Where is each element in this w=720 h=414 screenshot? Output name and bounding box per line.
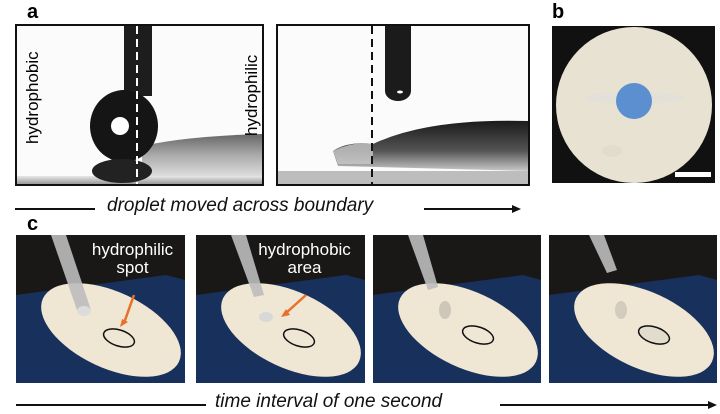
panel-a-arrow-line-left <box>15 208 95 210</box>
time-frame-4 <box>549 235 717 383</box>
hydrophobic-label: hydrophobic <box>23 51 42 144</box>
hydrophilic-label: hydrophilic <box>242 54 261 136</box>
time-frame-1: hydrophilic spot <box>16 235 185 383</box>
droplet-spread-image <box>278 26 528 184</box>
panel-c-caption: time interval of one second <box>215 391 443 412</box>
contact-angle-image-1: hydrophobic hydrophilic <box>15 24 264 186</box>
patterned-disc-photo <box>552 26 715 183</box>
hydrophobic-area-annotation: hydrophobic area <box>258 240 351 277</box>
time-frame-2: hydrophobic area <box>196 235 365 383</box>
contact-angle-image-2 <box>276 24 530 186</box>
panel-c-arrow-line-right <box>500 404 708 406</box>
panel-a-arrow-line-right <box>424 208 514 210</box>
panel-label-c: c <box>27 213 39 235</box>
time-frame-3 <box>373 235 541 383</box>
panel-label-b: b <box>552 1 565 23</box>
panel-a-caption: droplet moved across boundary <box>107 195 374 216</box>
panel-c-arrowhead-icon <box>708 401 717 409</box>
panel-c-arrow-line-left <box>16 404 206 406</box>
scale-bar <box>675 172 711 177</box>
panel-a-arrowhead-icon <box>512 205 521 213</box>
droplet-on-boundary-image <box>17 26 262 184</box>
hydrophilic-spot <box>616 83 652 119</box>
panel-label-a: a <box>27 1 39 23</box>
hydrophilic-spot-annotation: hydrophilic spot <box>91 240 174 277</box>
